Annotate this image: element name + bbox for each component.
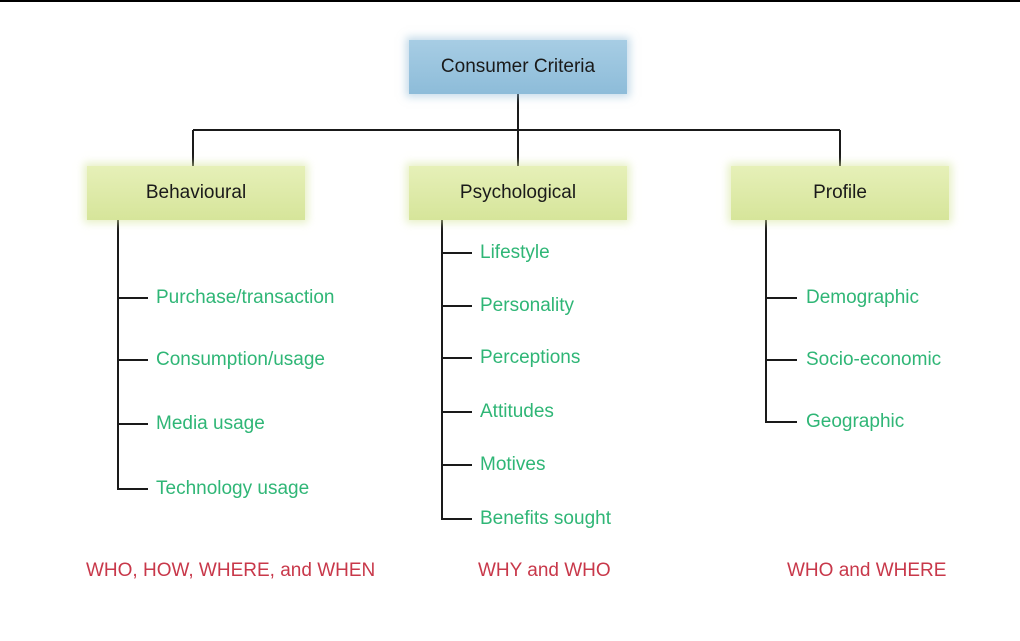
profile-item: Demographic xyxy=(806,287,919,308)
behavioural-item: Technology usage xyxy=(156,478,310,499)
psychological-item: Motives xyxy=(480,454,546,475)
psychological-item: Benefits sought xyxy=(480,508,611,529)
profile-item: Socio-economic xyxy=(806,349,942,370)
root-node-label: Consumer Criteria xyxy=(440,56,596,77)
psychological-caption: WHY and WHO xyxy=(478,560,611,581)
behavioural-item: Media usage xyxy=(156,413,265,434)
behavioural-caption: WHO, HOW, WHERE, and WHEN xyxy=(86,560,376,581)
category-label-psychological: Psychological xyxy=(459,182,577,203)
behavioural-item: Purchase/transaction xyxy=(156,287,335,308)
psychological-item: Personality xyxy=(480,295,574,316)
category-node-psychological: Psychological xyxy=(409,166,627,220)
category-node-profile: Profile xyxy=(731,166,949,220)
category-label-behavioural: Behavioural xyxy=(145,182,247,203)
behavioural-item: Consumption/usage xyxy=(156,349,325,370)
category-label-profile: Profile xyxy=(813,182,867,203)
profile-item: Geographic xyxy=(806,411,905,432)
psychological-item: Perceptions xyxy=(480,347,581,368)
profile-caption: WHO and WHERE xyxy=(787,560,947,581)
category-node-behavioural: Behavioural xyxy=(87,166,305,220)
psychological-item: Attitudes xyxy=(480,401,554,422)
psychological-item: Lifestyle xyxy=(480,242,550,263)
root-node: Consumer Criteria xyxy=(409,40,627,94)
